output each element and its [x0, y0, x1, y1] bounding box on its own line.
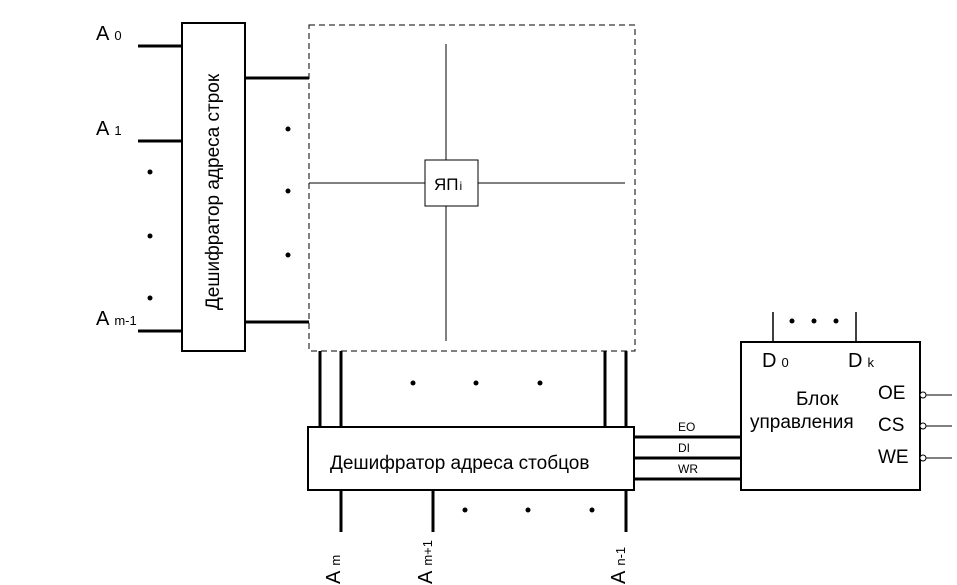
row-input-a0-index: 0: [114, 28, 121, 43]
ellipsis-dot: [147, 295, 153, 301]
column-decoder: Дешифратор адреса стобцов: [307, 426, 635, 491]
memory-cell: ЯПi: [424, 159, 479, 207]
row-input-dots: [147, 169, 153, 301]
column-input-am-plus-1: Am+1: [415, 540, 437, 584]
signal-wr-label: WR: [678, 462, 698, 476]
ellipsis-dot: [285, 188, 291, 194]
svg-text:D0: D0: [762, 350, 789, 372]
data-last-index: k: [867, 355, 874, 370]
ellipsis-dot: [147, 233, 153, 239]
svg-text:ЯПi: ЯПi: [434, 175, 462, 194]
memory-matrix-border: [308, 24, 636, 352]
ellipsis-dot: [147, 169, 153, 175]
row-input-a1-letter: A: [96, 118, 110, 140]
ellipsis-dot: [285, 252, 291, 258]
control-block-title-2: управления: [750, 412, 854, 433]
ellipsis-dot: [811, 318, 817, 324]
column-input-am-plus-1-index: m+1: [420, 540, 435, 566]
data-first-letter: D: [762, 350, 776, 372]
data-first-index: 0: [781, 355, 788, 370]
ellipsis-dot: [525, 507, 531, 513]
signal-eo-label: EO: [678, 420, 695, 434]
pin-cs-inversion: [919, 422, 927, 430]
column-input-an1-letter: A: [608, 570, 630, 584]
ellipsis-dot: [789, 318, 795, 324]
ellipsis-dot: [537, 380, 543, 386]
svg-text:A0: A0: [96, 23, 122, 45]
row-input-a1-index: 1: [114, 123, 121, 138]
ellipsis-dot: [473, 380, 479, 386]
svg-text:Dk: Dk: [848, 350, 874, 372]
memory-cell-letter: ЯП: [434, 175, 459, 194]
pin-oe-label: OE: [878, 383, 905, 404]
ellipsis-dot: [462, 507, 468, 513]
ellipsis-dot: [410, 380, 416, 386]
column-input-dots: [462, 507, 595, 513]
row-line-dots: [285, 126, 291, 258]
control-block-title-1: Блок: [796, 389, 839, 410]
ellipsis-dot: [833, 318, 839, 324]
column-input-an1: An-1: [608, 547, 630, 584]
column-input-am-index: m: [328, 555, 343, 566]
column-line-dots: [410, 380, 543, 386]
ellipsis-dot: [589, 507, 595, 513]
row-decoder-box: [181, 22, 246, 352]
column-input-am: Am: [323, 555, 345, 584]
row-decoder: Дешифратор адреса строк: [181, 22, 246, 352]
column-decoder-box: [307, 426, 635, 491]
control-block-box: [740, 341, 921, 491]
signal-di-label: DI: [678, 441, 690, 455]
memory-cell-index: i: [460, 179, 463, 193]
pin-we-label: WE: [878, 447, 909, 468]
data-last-letter: D: [848, 350, 862, 372]
pin-cs-label: CS: [878, 415, 904, 436]
memory-matrix: [308, 24, 636, 352]
control-signals: EO DI WR: [634, 420, 741, 481]
column-decoder-label: Дешифратор адреса стобцов: [330, 453, 589, 474]
row-input-am1-index: m-1: [114, 313, 136, 328]
column-input-am-plus-1-letter: A: [415, 570, 437, 584]
row-decoder-label: Дешифратор адреса строк: [203, 73, 224, 310]
column-input-an1-index: n-1: [613, 547, 628, 566]
svg-text:A1: A1: [96, 118, 122, 140]
svg-text:Am-1: Am-1: [96, 308, 137, 330]
pin-we-inversion: [919, 454, 927, 462]
column-input-am-letter: A: [323, 570, 345, 584]
memory-cell-box: [424, 159, 479, 207]
pin-oe-inversion: [919, 391, 927, 399]
row-input-am1-letter: A: [96, 308, 110, 330]
ellipsis-dot: [285, 126, 291, 132]
row-input-a0-letter: A: [96, 23, 110, 45]
